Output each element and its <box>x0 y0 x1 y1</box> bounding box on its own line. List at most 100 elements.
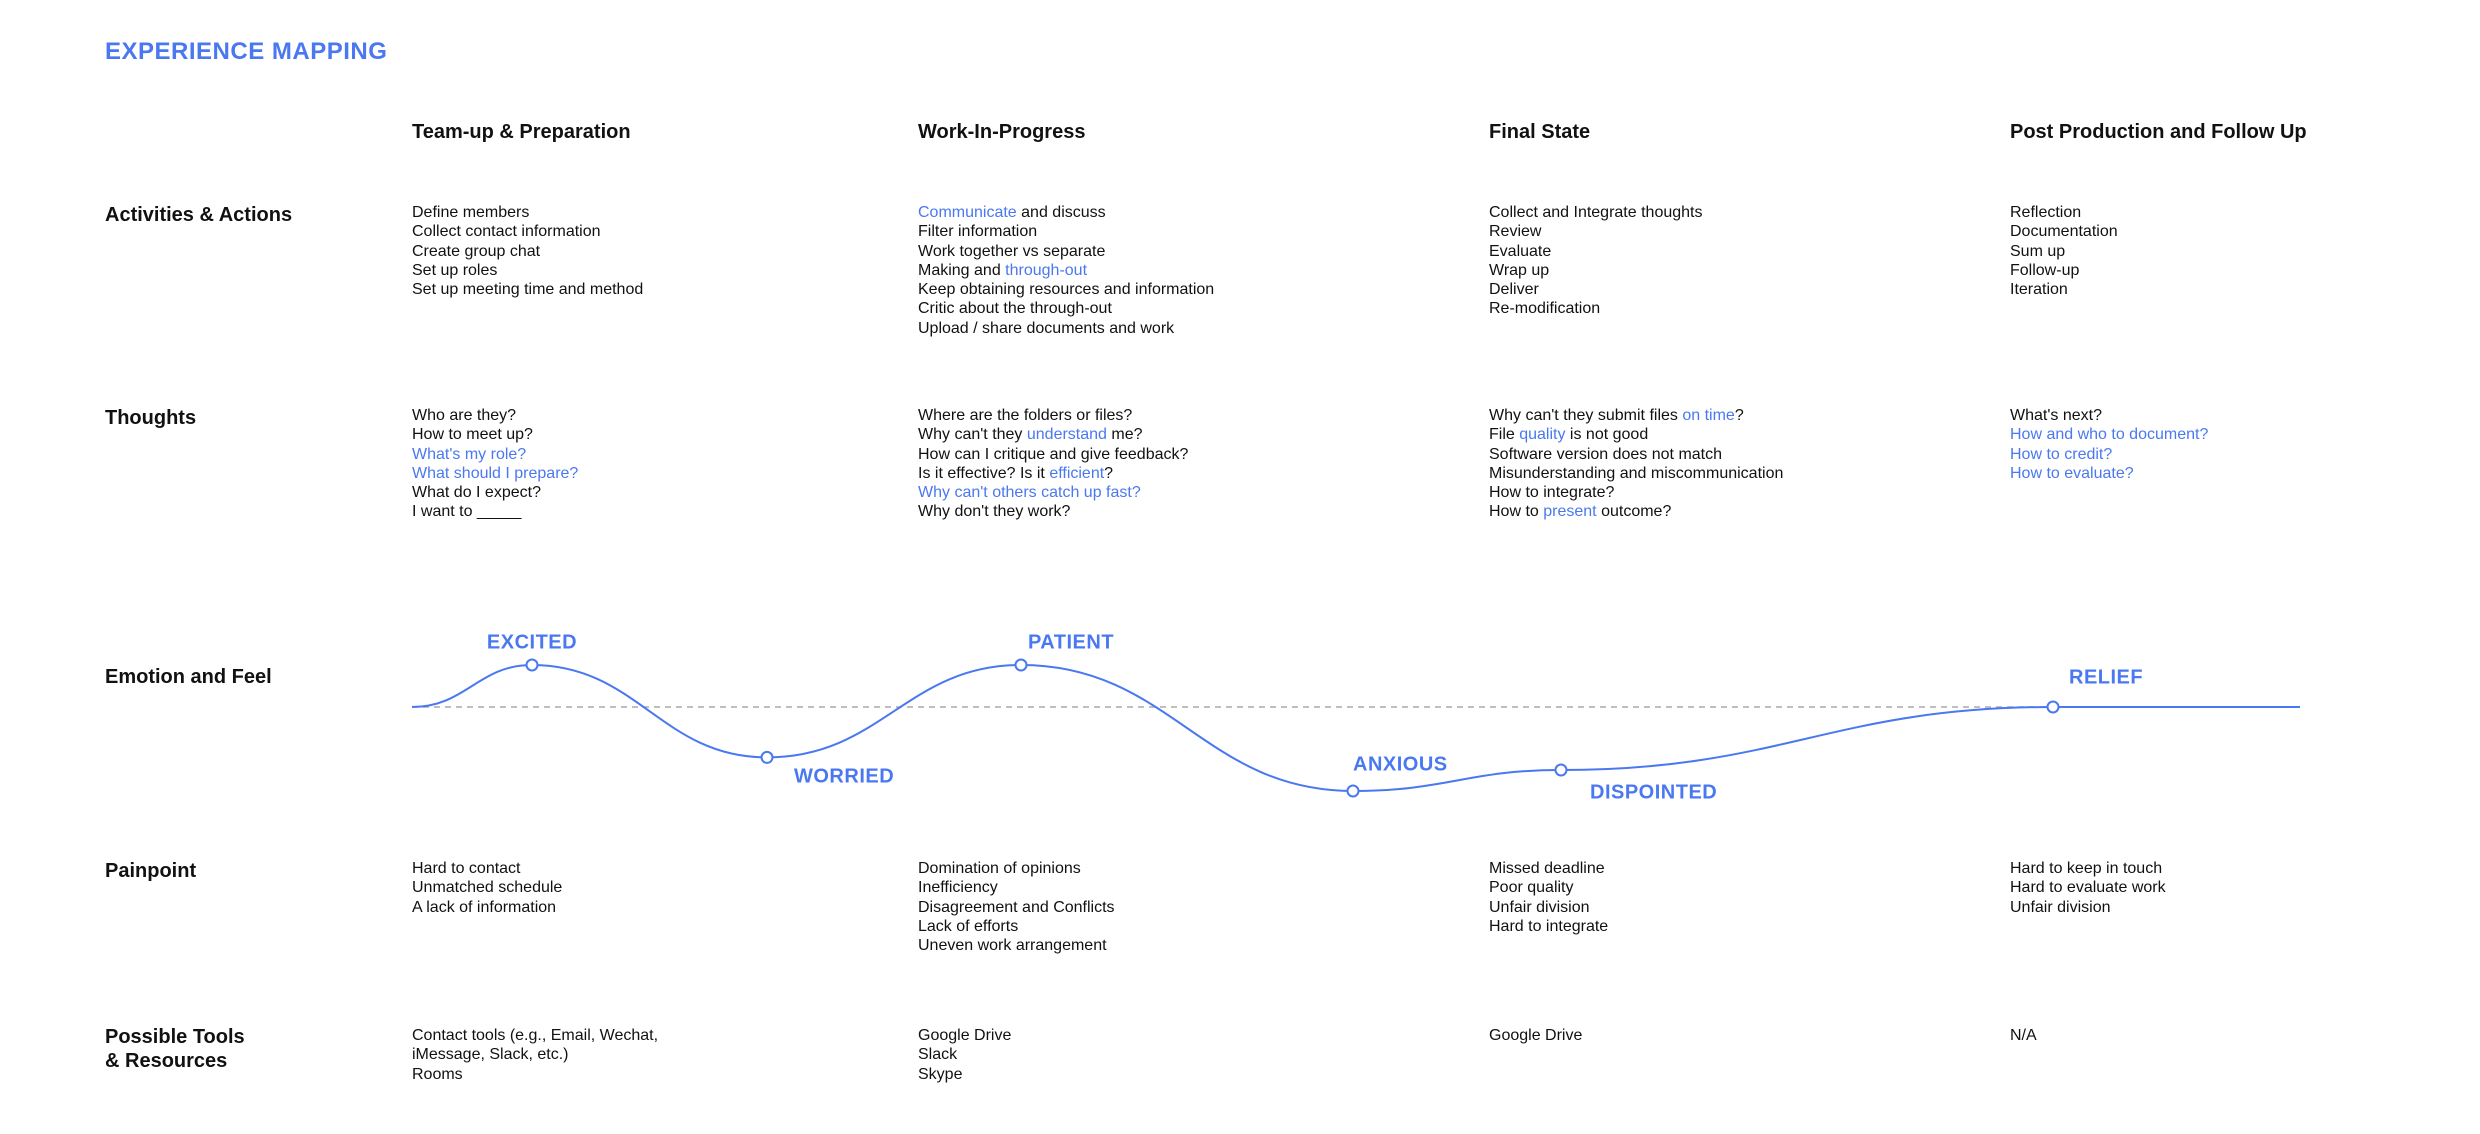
emotion-point-worried <box>760 750 774 764</box>
tools-cell-final-state: Google Drive <box>1489 1026 1582 1045</box>
text-segment: Deliver <box>1489 281 1539 299</box>
phase-header-work-in-progress: Work-In-Progress <box>918 121 1086 143</box>
text-segment: File <box>1489 426 1520 444</box>
text-segment: Hard to contact <box>412 860 521 877</box>
text-segment: How to integrate? <box>1489 484 1615 502</box>
cell-line: Why can't others catch up fast? <box>918 483 1188 502</box>
cell-line: Why can't they submit files on time? <box>1489 406 1783 425</box>
text-segment: Critic about the through-out <box>918 300 1112 318</box>
text-segment: Work together vs separate <box>918 242 1106 260</box>
text-segment: Is it effective? Is it <box>918 464 1050 482</box>
text-segment: Collect and Integrate thoughts <box>1489 204 1703 221</box>
highlighted-text: How to credit? <box>2010 445 2113 463</box>
cell-line: Hard to integrate <box>1489 917 1608 936</box>
emotion-label-excited: EXCITED <box>487 631 577 653</box>
text-segment: is not good <box>1565 426 1649 444</box>
cell-line: How to integrate? <box>1489 483 1783 502</box>
row-label-activities: Activities & Actions <box>105 204 293 226</box>
cell-line: Domination of opinions <box>918 859 1115 878</box>
text-segment: N/A <box>2010 1027 2037 1044</box>
text-segment: Review <box>1489 223 1542 241</box>
text-segment: Unmatched schedule <box>412 879 563 897</box>
text-segment: Define members <box>412 204 530 221</box>
text-segment: Reflection <box>2010 204 2082 221</box>
text-segment: A lack of information <box>412 898 557 916</box>
cell-line: How to evaluate? <box>2010 464 2208 483</box>
emotion-point-patient <box>1014 658 1028 672</box>
cell-line: Misunderstanding and miscommunication <box>1489 464 1783 483</box>
cell-line: Review <box>1489 222 1702 241</box>
emotion-label-worried: WORRIED <box>794 766 894 788</box>
text-segment: ? <box>1104 464 1114 482</box>
text-segment: Create group chat <box>412 242 541 260</box>
cell-line: Reflection <box>2010 203 2118 222</box>
cell-line: Where are the folders or files? <box>918 406 1188 425</box>
cell-line: Software version does not match <box>1489 445 1783 464</box>
cell-line: File quality is not good <box>1489 425 1783 444</box>
cell-line: How and who to document? <box>2010 425 2208 444</box>
text-segment: Documentation <box>2010 223 2118 241</box>
text-segment: How to meet up? <box>412 426 533 444</box>
cell-line: Set up roles <box>412 261 643 280</box>
cell-line: Missed deadline <box>1489 859 1608 878</box>
cell-line: What should I prepare? <box>412 464 578 483</box>
highlighted-text: efficient <box>1049 464 1105 482</box>
cell-line: Communicate and discuss <box>918 203 1214 222</box>
text-segment: Why can't they <box>918 426 1027 444</box>
highlighted-text: quality <box>1519 426 1566 444</box>
cell-line: How to credit? <box>2010 445 2208 464</box>
cell-line: How to present outcome? <box>1489 502 1783 521</box>
cell-line: Google Drive <box>918 1026 1011 1045</box>
text-segment: Contact tools (e.g., Email, Wechat, <box>412 1027 659 1044</box>
text-segment: ? <box>1734 407 1744 424</box>
text-segment: Domination of opinions <box>918 860 1081 877</box>
cell-line: Unfair division <box>2010 898 2166 917</box>
text-segment: Evaluate <box>1489 242 1552 260</box>
text-segment: Why can't they submit files <box>1489 407 1683 424</box>
text-segment: Why don't they work? <box>918 503 1071 521</box>
cell-line: Collect and Integrate thoughts <box>1489 203 1702 222</box>
cell-line: Who are they? <box>412 406 578 425</box>
highlighted-text: Communicate <box>918 204 1017 221</box>
highlighted-text: What should I prepare? <box>412 464 579 482</box>
thoughts-cell-work-in-progress: Where are the folders or files?Why can't… <box>918 406 1188 522</box>
text-segment: Hard to integrate <box>1489 917 1609 935</box>
text-segment: What's next? <box>2010 407 2102 424</box>
phase-header-final-state: Final State <box>1489 121 1591 143</box>
tools-cell-post-production: N/A <box>2010 1026 2037 1045</box>
cell-line: Create group chat <box>412 242 643 261</box>
cell-line: I want to _____ <box>412 502 578 521</box>
text-segment: Misunderstanding and miscommunication <box>1489 464 1784 482</box>
text-segment: Hard to keep in touch <box>2010 860 2163 877</box>
text-segment: Hard to evaluate work <box>2010 879 2166 897</box>
cell-line: Hard to contact <box>412 859 562 878</box>
emotion-curve-line <box>411 663 2300 793</box>
thoughts-cell-final-state: Why can't they submit files on time?File… <box>1489 406 1783 522</box>
text-segment: What do I expect? <box>412 484 541 502</box>
highlighted-text: Why can't others catch up fast? <box>918 484 1141 502</box>
cell-line: Why don't they work? <box>918 502 1188 521</box>
cell-line: Re-modification <box>1489 299 1702 318</box>
text-segment: and discuss <box>1016 204 1106 221</box>
cell-line: Critic about the through-out <box>918 299 1214 318</box>
highlighted-text: present <box>1543 503 1597 521</box>
text-segment: Keep obtaining resources and information <box>918 281 1215 299</box>
text-segment: Sum up <box>2010 242 2066 260</box>
cell-line: Upload / share documents and work <box>918 319 1214 338</box>
page-title: EXPERIENCE MAPPING <box>105 38 388 65</box>
cell-line: Collect contact information <box>412 222 643 241</box>
cell-line: What's my role? <box>412 445 578 464</box>
cell-line: Is it effective? Is it efficient? <box>918 464 1188 483</box>
cell-line: Keep obtaining resources and information <box>918 280 1214 299</box>
cell-line: Why can't they understand me? <box>918 425 1188 444</box>
text-segment: Slack <box>918 1046 958 1064</box>
cell-line: iMessage, Slack, etc.) <box>412 1045 658 1064</box>
text-segment: Upload / share documents and work <box>918 319 1175 337</box>
cell-line: Work together vs separate <box>918 242 1214 261</box>
emotion-point-excited <box>525 658 539 672</box>
text-segment: How can I critique and give feedback? <box>918 445 1189 463</box>
